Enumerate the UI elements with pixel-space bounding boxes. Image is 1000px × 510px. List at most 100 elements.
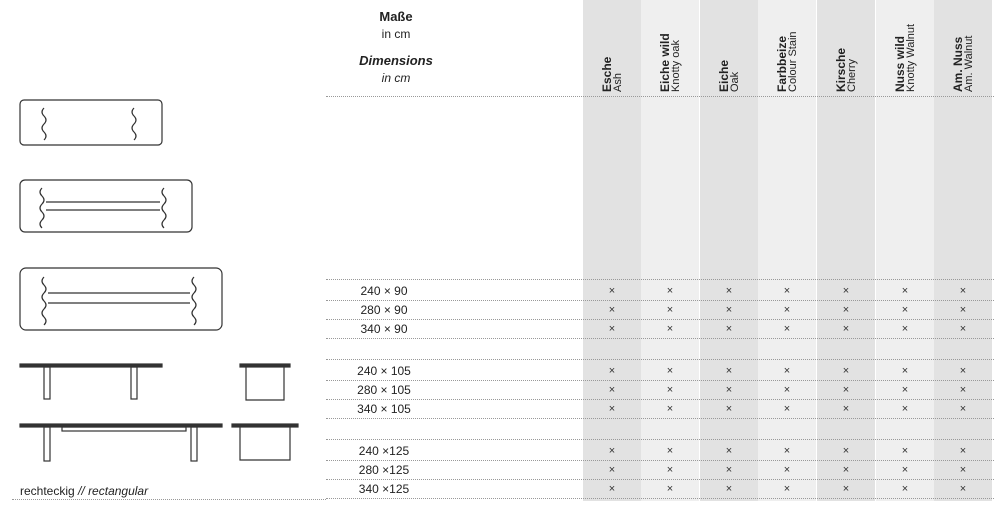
availability-mark: × [901, 483, 909, 495]
row-size-label: 280 ×125 [358, 463, 410, 477]
availability-mark: × [901, 403, 909, 415]
row-divider [326, 319, 994, 320]
availability-mark: × [725, 483, 733, 495]
shape-caption: rechteckig // rectangular [20, 484, 148, 498]
availability-mark: × [608, 323, 616, 335]
availability-mark: × [842, 445, 850, 457]
availability-mark: × [842, 304, 850, 316]
dimensions-heading-en: Dimensions [359, 53, 433, 68]
row-divider [326, 380, 994, 381]
availability-mark: × [666, 403, 674, 415]
availability-mark: × [666, 384, 674, 396]
availability-mark: × [783, 445, 791, 457]
availability-mark: × [901, 445, 909, 457]
availability-mark: × [901, 384, 909, 396]
availability-mark: × [608, 483, 616, 495]
end-view-small-icon [239, 363, 291, 401]
row-size-label: 240 ×125 [358, 444, 410, 458]
row-divider [326, 300, 994, 301]
availability-mark: × [666, 365, 674, 377]
availability-mark: × [959, 285, 967, 297]
availability-mark: × [666, 285, 674, 297]
availability-mark: × [959, 323, 967, 335]
availability-mark: × [901, 365, 909, 377]
availability-mark: × [783, 323, 791, 335]
row-size-label: 340 × 105 [357, 402, 411, 416]
availability-mark: × [725, 384, 733, 396]
side-view-large-icon [19, 423, 223, 462]
column-background [817, 0, 875, 501]
top-view-small-icon [19, 99, 163, 146]
top-view-medium-icon [19, 179, 193, 233]
availability-mark: × [842, 384, 850, 396]
availability-mark: × [959, 365, 967, 377]
availability-mark: × [608, 464, 616, 476]
availability-mark: × [959, 304, 967, 316]
unit-label-en: in cm [381, 71, 411, 85]
availability-mark: × [783, 483, 791, 495]
availability-mark: × [783, 304, 791, 316]
availability-mark: × [725, 403, 733, 415]
availability-mark: × [783, 403, 791, 415]
availability-mark: × [842, 464, 850, 476]
availability-mark: × [725, 365, 733, 377]
availability-mark: × [842, 323, 850, 335]
availability-mark: × [608, 403, 616, 415]
availability-mark: × [842, 403, 850, 415]
row-divider [326, 498, 994, 499]
row-size-label: 240 × 105 [357, 364, 411, 378]
availability-mark: × [901, 464, 909, 476]
availability-mark: × [901, 285, 909, 297]
availability-mark: × [901, 323, 909, 335]
availability-mark: × [608, 285, 616, 297]
availability-mark: × [608, 445, 616, 457]
availability-mark: × [959, 384, 967, 396]
row-divider [326, 338, 994, 339]
availability-mark: × [608, 384, 616, 396]
row-divider [326, 399, 994, 400]
group-divider [326, 279, 994, 280]
column-background [934, 0, 992, 501]
availability-mark: × [959, 464, 967, 476]
availability-mark: × [959, 483, 967, 495]
column-background [876, 0, 934, 501]
side-view-small-icon [19, 363, 163, 400]
availability-mark: × [725, 464, 733, 476]
availability-mark: × [783, 384, 791, 396]
row-divider [326, 460, 994, 461]
row-size-label: 340 ×125 [358, 482, 410, 496]
availability-mark: × [666, 464, 674, 476]
caption-divider [12, 499, 326, 500]
availability-mark: × [725, 304, 733, 316]
availability-mark: × [666, 483, 674, 495]
availability-mark: × [901, 304, 909, 316]
availability-mark: × [725, 445, 733, 457]
availability-mark: × [783, 285, 791, 297]
availability-mark: × [608, 304, 616, 316]
availability-mark: × [783, 464, 791, 476]
availability-mark: × [666, 304, 674, 316]
availability-mark: × [842, 483, 850, 495]
row-size-label: 280 × 90 [360, 303, 408, 317]
group-divider [326, 359, 994, 360]
availability-mark: × [608, 365, 616, 377]
availability-mark: × [959, 445, 967, 457]
dimensions-heading-de: Maße [379, 9, 413, 24]
column-background [700, 0, 758, 501]
availability-mark: × [783, 365, 791, 377]
availability-mark: × [842, 365, 850, 377]
availability-mark: × [725, 285, 733, 297]
row-size-label: 280 × 105 [357, 383, 411, 397]
caption-en: rectangular [88, 484, 149, 498]
availability-mark: × [959, 403, 967, 415]
row-size-label: 240 × 90 [360, 284, 408, 298]
group-divider [326, 439, 994, 440]
row-divider [326, 479, 994, 480]
column-background [641, 0, 699, 501]
column-background [583, 0, 641, 501]
caption-de: rechteckig [20, 484, 75, 498]
availability-mark: × [666, 323, 674, 335]
row-divider [326, 418, 994, 419]
availability-mark: × [666, 445, 674, 457]
